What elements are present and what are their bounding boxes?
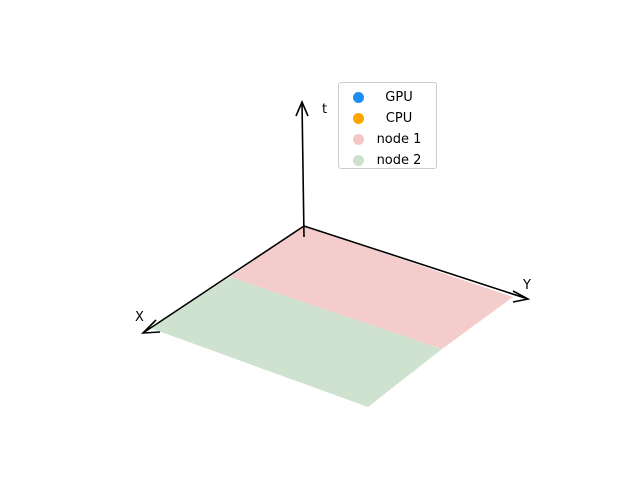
t-axis-arrowhead [295,99,309,117]
legend: GPU CPU node 1 node 2 [338,82,437,169]
cpu-marker-icon [353,113,364,124]
legend-label-gpu: GPU [385,90,413,105]
legend-item-gpu: GPU [339,87,436,108]
x-axis-arrowhead [140,319,161,334]
region-node-1 [230,226,513,349]
legend-label-node-2: node 2 [376,153,422,168]
y-axis-label: Y [522,278,531,293]
legend-label-cpu: CPU [385,111,413,126]
legend-item-node-2: node 2 [339,150,436,171]
region-node-2 [150,277,442,407]
t-axis-line [301,101,305,238]
y-axis-arrowhead [512,290,531,303]
legend-label-node-1: node 1 [376,132,422,147]
t-axis-label: t [322,102,327,117]
x-axis-line [142,225,305,334]
node-2-marker-icon [353,155,364,166]
y-axis-line [303,225,529,300]
x-axis-label: X [135,310,144,325]
legend-item-node-1: node 1 [339,129,436,150]
legend-item-cpu: CPU [339,108,436,129]
gpu-marker-icon [353,92,364,103]
node-1-marker-icon [353,134,364,145]
